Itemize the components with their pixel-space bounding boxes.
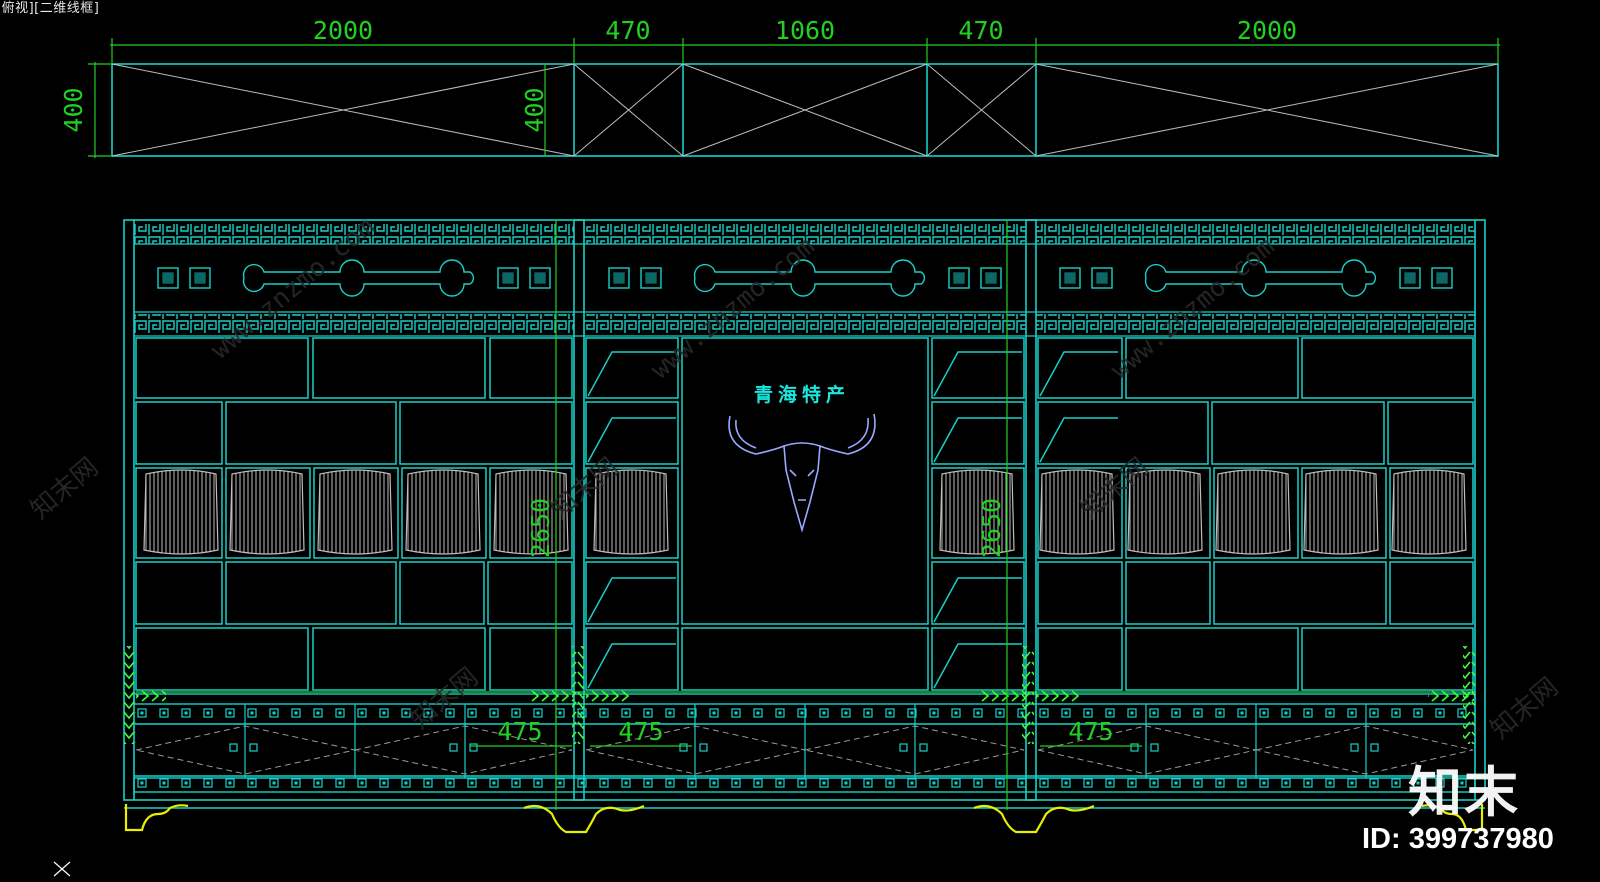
plan-width-4: 470: [958, 16, 1003, 45]
trim-left: [124, 646, 136, 744]
drawer-width-1: 475: [497, 717, 542, 746]
plan-cross-lines: [111, 63, 1499, 157]
watermark-logo: 知末: [1408, 761, 1520, 824]
trim-post-1: [572, 646, 584, 744]
fret-band-top-2: [584, 224, 1026, 244]
plan-width-2: 470: [605, 16, 650, 45]
viewport-label[interactable]: [俯视][二维线框]: [0, 1, 100, 16]
plan-depth-left: 400: [59, 87, 88, 132]
fret-band-top-1: [134, 224, 574, 244]
watermark-cn-1: 知末网: [25, 452, 104, 525]
fret-band-mid-1: [134, 314, 574, 334]
ribbed-drums: [143, 469, 1467, 555]
fret-band-top-3: [1036, 224, 1475, 244]
dotted-band-bottom: [134, 777, 1475, 792]
right-bay-shelves: [1037, 337, 1474, 691]
scroll-feet: [124, 804, 1484, 834]
watermark-site-3: www.znzmo.com: [1105, 232, 1280, 386]
plan-dimensions: [88, 38, 1500, 158]
drawer-width-3: 475: [1068, 717, 1113, 746]
plan-outline: [111, 63, 1499, 157]
watermark-cn-5: 知末网: [1485, 672, 1564, 745]
plan-width-1: 2000: [313, 16, 373, 45]
drawer-width-2: 475: [618, 717, 663, 746]
plan-view: [111, 63, 1499, 157]
elevation-height-right: 2650: [977, 498, 1006, 558]
fret-band-mid-2: [584, 314, 1026, 334]
ucs-cursor-icon: [53, 861, 71, 877]
center-bay: [585, 337, 1118, 691]
elevation-view: 青海特产: [123, 219, 1486, 834]
door-swing-lines: [135, 725, 1474, 775]
plan-width-3: 1060: [775, 16, 835, 45]
elevation-dimensions: [470, 220, 1142, 810]
watermark-site-2: www.znzmo.com: [645, 232, 820, 386]
bull-skull-icon: [728, 413, 876, 533]
fret-band-mid-3: [1036, 314, 1475, 334]
trim-post-2: [1022, 646, 1034, 744]
plan-width-5: 2000: [1237, 16, 1297, 45]
watermark-id: ID: 399737980: [1362, 823, 1554, 855]
plan-depth-inner: 400: [520, 87, 549, 132]
elevation-height-left: 2650: [526, 498, 555, 558]
frieze-ornaments: [157, 259, 1453, 297]
store-title: 青海特产: [754, 383, 850, 406]
